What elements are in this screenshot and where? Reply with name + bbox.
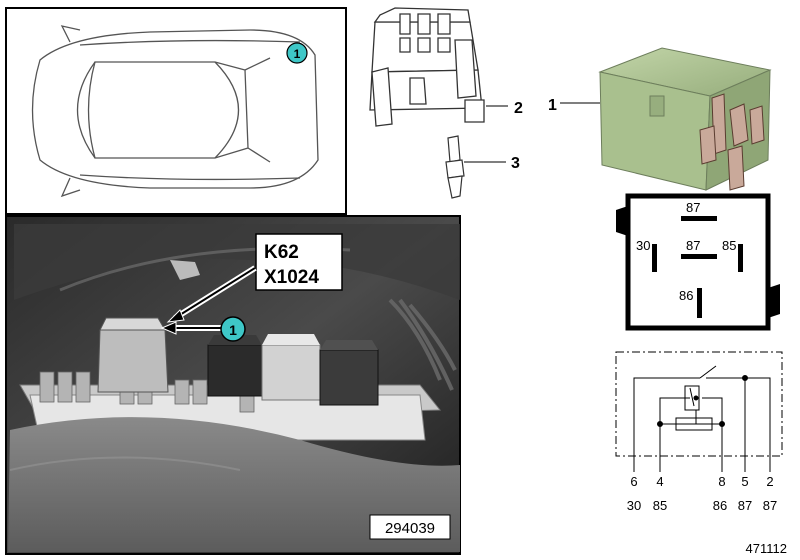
socket-callout: 2	[514, 100, 523, 117]
pin-label-left: 30	[636, 238, 650, 253]
pin-85-blade	[738, 244, 743, 272]
pin-label-top: 87	[686, 200, 700, 215]
schematic-terminal-85: 85	[653, 498, 667, 513]
pin-layout-diagram: 87 87 30 85 86	[616, 193, 780, 331]
schematic-position-8: 8	[718, 474, 725, 489]
car-callout-number: 1	[294, 47, 301, 61]
installation-photo: K62 X1024 1 294039	[5, 215, 461, 555]
photo-callout-number: 1	[229, 322, 237, 338]
schematic-position-2: 2	[766, 474, 773, 489]
relay-schematic	[615, 351, 783, 457]
relay-label-box	[255, 233, 343, 291]
relay-k62-photo	[97, 317, 169, 393]
car-location-inset: 1	[5, 7, 347, 215]
label-pointer-arrow	[166, 265, 257, 323]
schematic-terminal-87a: 87	[738, 498, 752, 513]
pin-87-center-blade	[681, 254, 717, 259]
schematic-terminal-87b: 87	[763, 498, 777, 513]
pin-86-blade	[697, 288, 702, 318]
pin-label-right: 85	[722, 238, 736, 253]
terminal-callout: 3	[511, 155, 520, 172]
photo-number-box	[369, 514, 451, 540]
car-callout-circle	[286, 42, 308, 64]
diagram-number: 471112	[746, 541, 787, 556]
crimp-terminal-part	[445, 135, 506, 199]
schematic-terminal-30: 30	[627, 498, 641, 513]
relay-callout: 1	[548, 97, 557, 114]
relay-label-k62: K62	[264, 242, 299, 263]
schematic-labels: 6 4 8 5 2 30 85 86 87 87	[627, 474, 777, 513]
car-outline	[31, 25, 319, 198]
schematic-terminal-86: 86	[713, 498, 727, 513]
photo-number: 294039	[385, 520, 435, 537]
pin-30-blade	[652, 244, 657, 272]
schematic-position-6: 6	[630, 474, 637, 489]
schematic-position-4: 4	[656, 474, 663, 489]
relay-socket-part	[369, 7, 508, 127]
callout-pointer-arrow	[160, 321, 222, 335]
schematic-position-5: 5	[741, 474, 748, 489]
pin-label-bottom: 86	[679, 288, 693, 303]
relay-label-x1024: X1024	[264, 267, 319, 288]
green-relay-part	[560, 47, 772, 191]
photo-callout-circle	[220, 316, 246, 342]
pin-label-center: 87	[686, 238, 700, 253]
pin-87-top-blade	[681, 216, 717, 221]
